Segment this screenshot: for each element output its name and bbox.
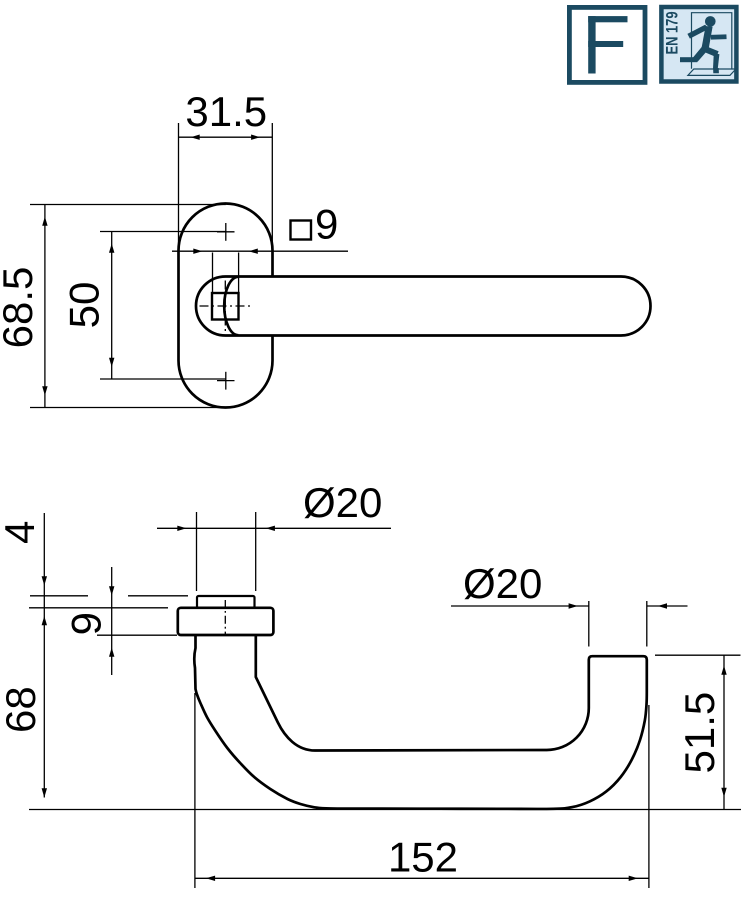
svg-text:Ø20: Ø20	[463, 560, 542, 607]
svg-text:152: 152	[388, 833, 458, 880]
svg-text:9: 9	[63, 612, 110, 635]
svg-text:68.5: 68.5	[0, 267, 41, 349]
svg-text:9: 9	[315, 201, 338, 248]
svg-text:EN 179: EN 179	[662, 12, 681, 55]
svg-text:68: 68	[0, 686, 44, 733]
svg-text:50: 50	[61, 282, 108, 329]
svg-text:Ø20: Ø20	[303, 479, 382, 526]
svg-text:31.5: 31.5	[185, 88, 267, 135]
svg-text:51.5: 51.5	[676, 692, 723, 774]
svg-text:4: 4	[0, 521, 43, 544]
